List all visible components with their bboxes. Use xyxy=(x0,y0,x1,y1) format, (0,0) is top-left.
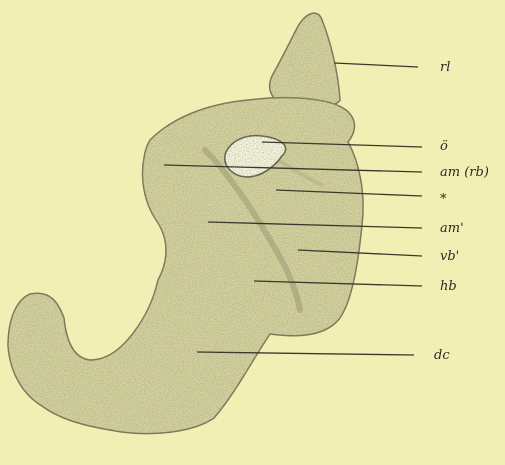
leader-rl xyxy=(334,63,418,67)
label-am-prime: am' xyxy=(440,221,464,236)
label-dc: dc xyxy=(434,348,450,363)
label-star: * xyxy=(440,192,447,207)
label-o: ö xyxy=(440,139,448,154)
label-hb: hb xyxy=(440,279,457,294)
label-rl: rl xyxy=(440,60,450,75)
specimen xyxy=(8,13,363,433)
labels: rl ö am (rb) * am' vb' hb dc xyxy=(434,60,489,363)
specimen-texture xyxy=(8,13,363,433)
label-vb-prime: vb' xyxy=(440,249,459,264)
label-am-rb: am (rb) xyxy=(440,165,489,180)
